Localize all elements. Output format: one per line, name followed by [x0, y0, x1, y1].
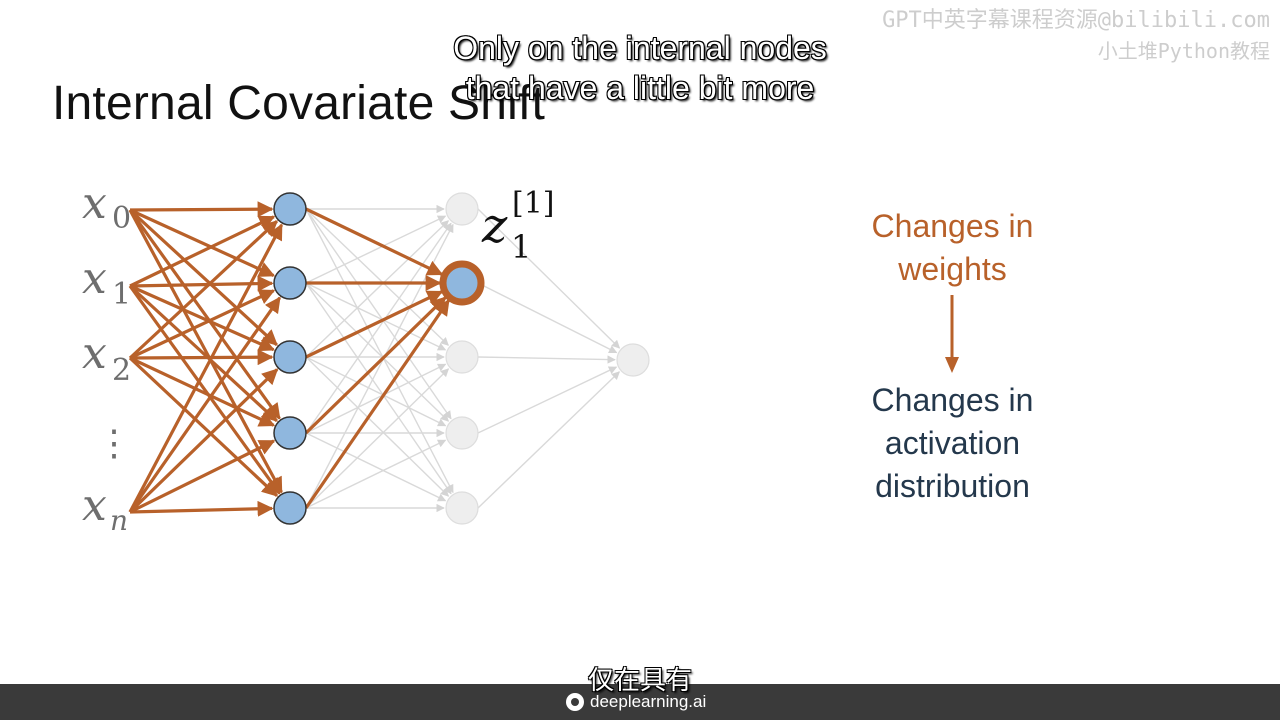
- hidden-layer-1-node: [273, 491, 307, 525]
- footer-brand: deeplearning.ai: [566, 690, 706, 714]
- highlighted-edge: [128, 284, 278, 423]
- hidden-layer-1-node: [273, 192, 307, 226]
- weights-line-1: Changes in: [871, 208, 1034, 244]
- changes-in-weights-label: Changes in weights: [830, 205, 1075, 291]
- weights-line-2: weights: [898, 251, 1007, 287]
- input-label-xn: x n: [82, 480, 128, 537]
- input-label-x2-var: x: [82, 328, 107, 379]
- highlighted-edge: [129, 439, 276, 514]
- faded-edge: [477, 371, 620, 509]
- watermark-line-1: GPT中英字幕课程资源@bilibili.com: [882, 8, 1270, 33]
- input-label-x2-sub: 2: [112, 353, 131, 388]
- highlighted-edge: [129, 349, 274, 366]
- hidden-layer-2-node: [445, 491, 479, 525]
- highlighted-edge: [305, 207, 444, 276]
- english-subtitle: Only on the internal nodes that have a l…: [380, 28, 900, 108]
- highlighted-edges: [128, 201, 450, 517]
- input-ellipsis: ⋮: [96, 423, 132, 464]
- highlighted-edge: [304, 296, 447, 435]
- footer-brand-text: deeplearning.ai: [590, 692, 707, 711]
- faded-edges: [305, 204, 621, 513]
- deeplearning-logo-icon: [566, 693, 584, 711]
- hidden-layer-1-node: [273, 416, 307, 450]
- hidden-layer-2-node: [445, 340, 479, 374]
- z-label-var: z: [481, 198, 508, 254]
- highlighted-edge: [128, 209, 283, 494]
- input-label-x1: x 1: [82, 253, 131, 312]
- watermark-line-2: 小土堆Python教程: [1097, 39, 1270, 63]
- faded-edge: [477, 355, 616, 364]
- faded-edge: [305, 220, 449, 358]
- input-label-x1-sub: 1: [112, 277, 131, 312]
- faded-edge: [305, 222, 452, 434]
- hidden-layer-1-node: [273, 340, 307, 374]
- input-label-x0-sub: 0: [112, 201, 131, 236]
- faded-edge: [305, 215, 447, 284]
- activation-line-1: Changes in: [871, 382, 1034, 418]
- highlighted-edge: [304, 299, 450, 509]
- highlighted-node-z1: [439, 260, 485, 306]
- causal-annotation: Changes in weights Changes in activation…: [830, 205, 1075, 504]
- z-label: z 1 [1]: [481, 186, 555, 266]
- output-node: [616, 343, 650, 377]
- footer-bar: [0, 684, 1280, 720]
- faded-edge: [477, 208, 621, 349]
- input-label-x0: x 0: [82, 178, 131, 236]
- hidden-layer-2-node: [445, 416, 479, 450]
- input-label-x0-var: x: [82, 178, 107, 229]
- faded-edge: [305, 356, 447, 427]
- z-label-sup: [1]: [512, 186, 555, 221]
- faded-edge: [305, 368, 450, 509]
- highlighted-edge: [129, 275, 274, 292]
- highlighted-edge: [128, 285, 281, 495]
- highlighted-edge: [129, 208, 276, 277]
- faded-edge: [305, 282, 450, 422]
- faded-edge: [305, 363, 447, 434]
- highlighted-edge: [305, 290, 444, 359]
- input-label-x2: x 2: [82, 328, 131, 388]
- highlighted-edge: [129, 356, 276, 427]
- slide-title: Internal Covariate Shift: [52, 77, 546, 130]
- faded-edge: [305, 439, 447, 509]
- highlighted-edge: [129, 289, 276, 360]
- highlighted-edge: [128, 296, 282, 513]
- faded-edge: [305, 208, 452, 420]
- highlighted-edge: [129, 500, 274, 517]
- activation-line-2: activation: [884, 425, 1021, 461]
- hidden-layer-2-node: [445, 192, 479, 226]
- hidden-layer-1-node: [273, 266, 307, 300]
- input-label-x1-var: x: [82, 253, 107, 304]
- faded-edge: [477, 366, 618, 434]
- faded-edge: [477, 282, 618, 354]
- changes-in-activation-label: Changes in activation distribution: [830, 379, 1075, 508]
- network-nodes: [273, 192, 650, 525]
- input-label-xn-sub: n: [110, 504, 128, 537]
- highlighted-edge: [129, 215, 276, 288]
- watermark: GPT中英字幕课程资源@bilibili.com 小土堆Python教程: [882, 6, 1270, 66]
- highlighted-edge: [128, 368, 279, 514]
- highlighted-edge: [128, 220, 278, 360]
- highlighted-edge: [128, 208, 278, 347]
- english-subtitle-line-1: Only on the internal nodes: [452, 29, 828, 67]
- down-arrow-icon: [945, 295, 959, 373]
- chinese-subtitle: 仅在具有: [587, 666, 692, 696]
- faded-edge: [305, 208, 454, 494]
- highlighted-edge: [129, 201, 274, 218]
- faded-edge: [305, 208, 449, 346]
- input-label-xn-var: x: [82, 480, 107, 531]
- faded-edge: [305, 432, 447, 502]
- highlighted-edge: [128, 223, 284, 513]
- z-label-sub: 1: [511, 228, 531, 266]
- highlighted-edge: [128, 356, 279, 497]
- faded-edge: [305, 282, 452, 495]
- highlighted-edge: [128, 209, 281, 420]
- english-subtitle-line-2: that have a little bit more: [465, 69, 816, 107]
- faded-edge: [305, 356, 450, 497]
- activation-line-3: distribution: [875, 468, 1030, 504]
